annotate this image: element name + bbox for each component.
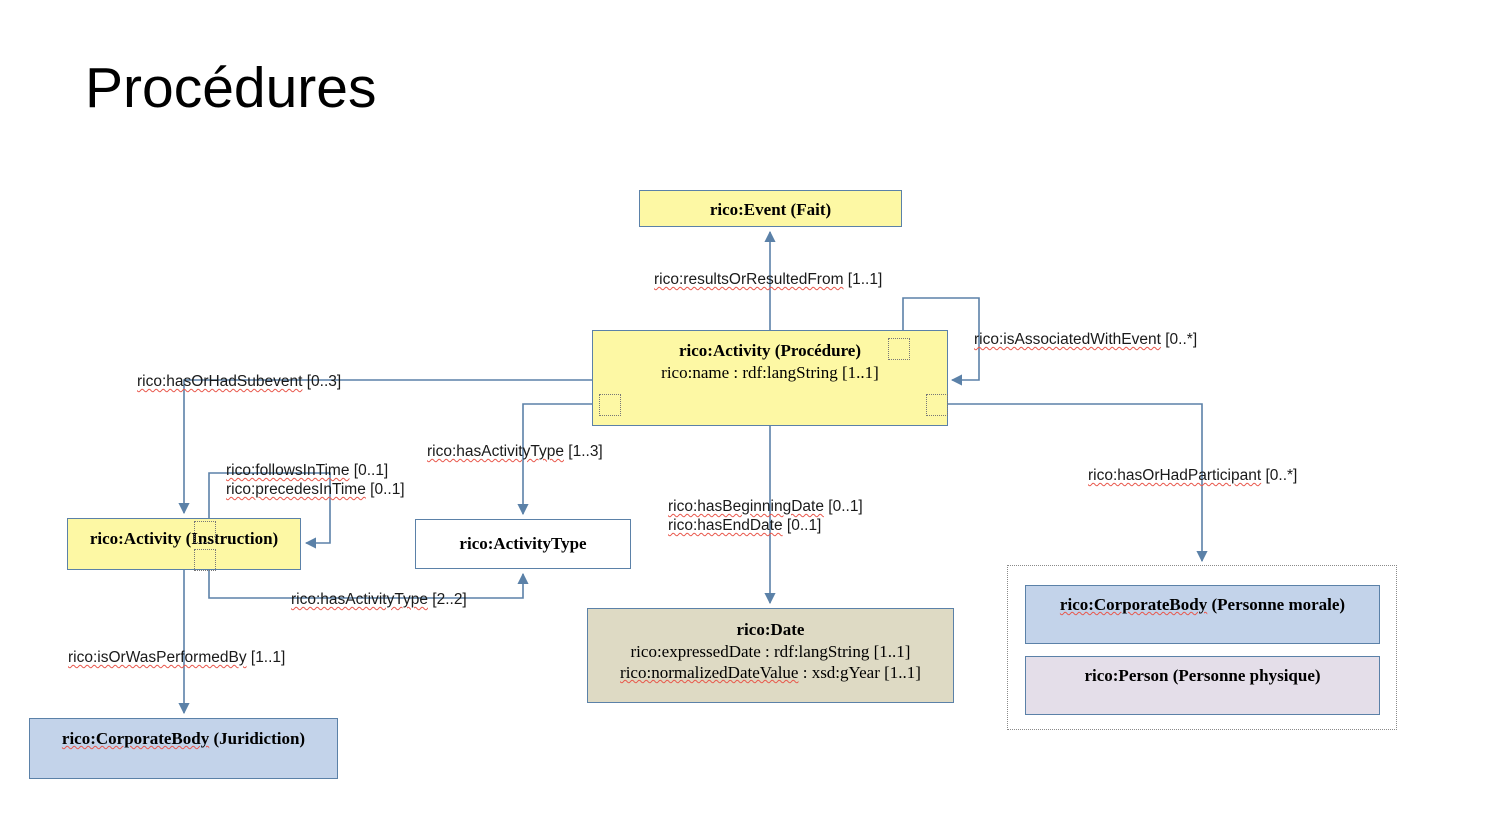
- edge-label-cardinality: [0..1]: [349, 462, 389, 479]
- node-event[interactable]: rico:Event (Fait): [639, 190, 902, 227]
- node-date-title: rico:Date: [736, 620, 805, 639]
- node-event-title: rico:Event (Fait): [709, 200, 832, 219]
- edge-label-isAssociatedWithEvent: rico:isAssociatedWithEvent [0..*]: [974, 330, 1197, 349]
- edge-label-hasActivityType-activity: rico:hasActivityType [1..3]: [427, 442, 603, 461]
- node-activitytype[interactable]: rico:ActivityType: [415, 519, 631, 569]
- edge-label-cardinality: [0..1]: [365, 481, 405, 498]
- node-corporatebody-juridiction[interactable]: rico:CorporateBody (Juridiction): [29, 718, 338, 779]
- node-instruction[interactable]: rico:Activity (Instruction): [67, 518, 301, 571]
- edge-label-name: rico:hasEndDate: [668, 517, 783, 534]
- node-date-attr-normalized-name: rico:normalizedDateValue: [620, 663, 799, 682]
- node-person-title: rico:Person (Personne physique): [1084, 666, 1321, 685]
- edge-label-cardinality: [1..1]: [246, 649, 286, 666]
- edge-label-name: rico:hasActivityType: [427, 443, 564, 460]
- node-corporatebody-morale-title: rico:CorporateBody (Personne morale): [1026, 594, 1379, 616]
- edge-label-name: rico:hasBeginningDate: [668, 498, 824, 515]
- node-activity-title: rico:Activity (Procédure): [678, 341, 862, 360]
- edge-label-cardinality: [0..1]: [823, 498, 863, 515]
- edge-label-cardinality: [0..3]: [302, 373, 342, 390]
- anchor-square-top: [194, 521, 216, 543]
- edge-label-followsInTime: rico:followsInTime [0..1]: [226, 461, 405, 480]
- edge-label-hasOrHadSubevent: rico:hasOrHadSubevent [0..3]: [137, 372, 341, 391]
- node-activitytype-title: rico:ActivityType: [459, 534, 587, 553]
- edge-label-name: rico:hasOrHadSubevent: [137, 373, 303, 390]
- title-part-class: rico:CorporateBody: [61, 729, 210, 748]
- edge-label-isOrWasPerformedBy: rico:isOrWasPerformedBy [1..1]: [68, 648, 285, 667]
- title-part-alias: (Personne morale): [1207, 595, 1346, 614]
- edge-label-cardinality: [1..3]: [563, 443, 603, 460]
- edge-label-hasOrHadParticipant: rico:hasOrHadParticipant [0..*]: [1088, 466, 1297, 485]
- anchor-square-bottom-right: [926, 394, 948, 416]
- edge-label-cardinality: [1..1]: [843, 271, 883, 288]
- node-activity[interactable]: rico:Activity (Procédure) rico:name : rd…: [592, 330, 948, 426]
- edge-label-cardinality: [0..*]: [1261, 467, 1298, 484]
- node-date[interactable]: rico:Date rico:expressedDate : rdf:langS…: [587, 608, 954, 703]
- edge-label-name: rico:resultsOrResultedFrom: [654, 271, 844, 288]
- anchor-square-top-right: [888, 338, 910, 360]
- page-title: Procédures: [85, 56, 377, 120]
- node-corporatebody-juridiction-title: rico:CorporateBody (Juridiction): [30, 728, 337, 750]
- edge-label-cardinality: [0..*]: [1160, 331, 1198, 348]
- node-date-attr-expressedDate: rico:expressedDate : rdf:langString [1..…: [630, 642, 911, 661]
- anchor-square-bottom-left: [599, 394, 621, 416]
- edge-label-hasActivityType-instruction: rico:hasActivityType [2..2]: [291, 590, 467, 609]
- edge-label-name: rico:isOrWasPerformedBy: [68, 649, 247, 666]
- edge-label-hasEndDate: rico:hasEndDate [0..1]: [668, 516, 863, 535]
- edge-label-name: rico:hasActivityType: [291, 591, 428, 608]
- node-corporatebody-morale[interactable]: rico:CorporateBody (Personne morale): [1025, 585, 1380, 644]
- title-part-alias: (Juridiction): [209, 729, 306, 748]
- edge-label-name: rico:hasOrHadParticipant: [1088, 467, 1262, 484]
- node-date-attr-normalizedDateValue: rico:normalizedDateValue : xsd:gYear [1.…: [588, 662, 953, 683]
- edge-label-cardinality: [0..1]: [782, 517, 822, 534]
- edge-label-name: rico:isAssociatedWithEvent: [974, 331, 1161, 348]
- node-date-attr-normalized-type: : xsd:gYear [1..1]: [798, 663, 921, 682]
- anchor-square-bottom: [194, 549, 216, 571]
- participants-group-frame: [1007, 565, 1397, 730]
- edge-label-name: rico:precedesInTime: [226, 481, 366, 498]
- title-part-class: rico:CorporateBody: [1059, 595, 1208, 614]
- node-activity-attr-name: rico:name : rdf:langString [1..1]: [661, 363, 879, 382]
- node-instruction-title: rico:Activity (Instruction): [89, 529, 279, 548]
- node-person[interactable]: rico:Person (Personne physique): [1025, 656, 1380, 715]
- edge-label-hasBeginningDate: rico:hasBeginningDate [0..1]: [668, 497, 863, 516]
- edge-label-follows-precedes-in-time: rico:followsInTime [0..1] rico:precedesI…: [226, 461, 405, 499]
- edge-label-cardinality: [2..2]: [427, 591, 467, 608]
- edge-label-precedesInTime: rico:precedesInTime [0..1]: [226, 480, 405, 499]
- edge-label-resultsOrResultedFrom: rico:resultsOrResultedFrom [1..1]: [654, 270, 882, 289]
- edge-label-dates: rico:hasBeginningDate [0..1] rico:hasEnd…: [668, 497, 863, 535]
- edge-label-name: rico:followsInTime: [226, 462, 350, 479]
